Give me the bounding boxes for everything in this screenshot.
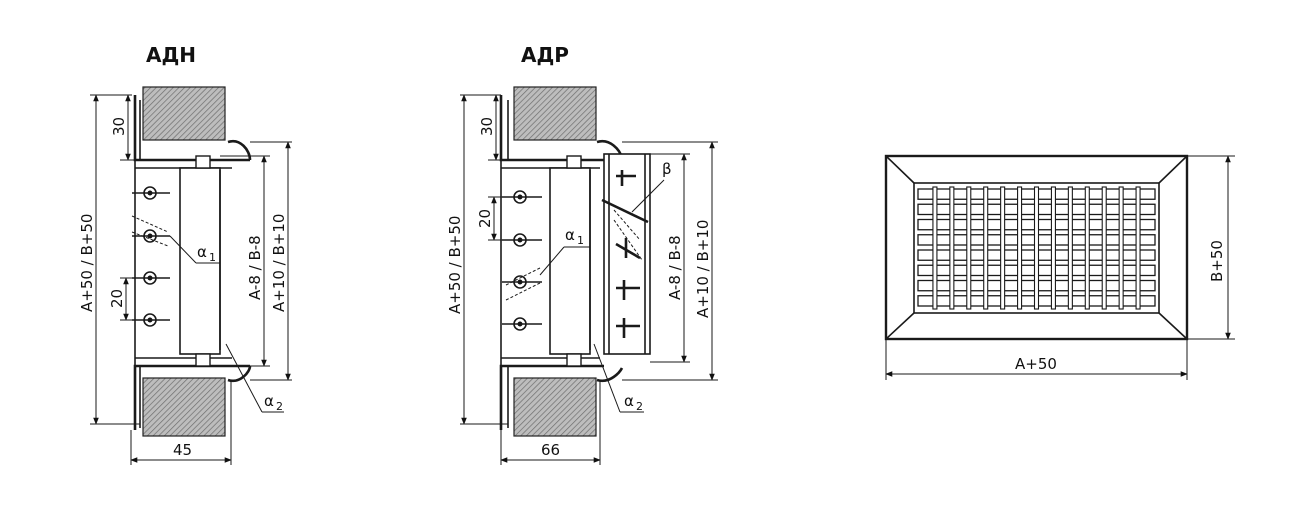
adn-section-view: АДН — [78, 43, 292, 465]
front-view: A+50 B+50 — [884, 154, 1235, 380]
adr-alpha2-label: α 2 — [593, 343, 644, 413]
svg-text:30: 30 — [110, 117, 128, 136]
front-grille — [917, 186, 1156, 310]
adr-section-view: АДР — [446, 43, 718, 465]
adn-dim-pitch: 20 — [108, 277, 140, 321]
adr-blade — [549, 167, 591, 355]
svg-text:20: 20 — [476, 209, 494, 228]
svg-text:α: α — [197, 243, 207, 261]
adn-alpha1-label: α 1 — [169, 235, 220, 264]
svg-text:A+50: A+50 — [1015, 355, 1057, 373]
adr-dim-depth: 66 — [500, 380, 601, 465]
svg-text:1: 1 — [577, 234, 584, 247]
svg-text:α: α — [264, 392, 274, 410]
adn-dim-depth: 45 — [130, 380, 232, 465]
adr-dim-inner: A-8 / B-8 — [650, 153, 690, 363]
adr-dim-frame: A+10 / B+10 — [622, 141, 718, 381]
adr-wall-upper — [513, 86, 597, 141]
adn-alpha2-label: α 2 — [225, 343, 284, 413]
adr-beta-label: β — [631, 160, 672, 213]
svg-text:A+10 / B+10: A+10 / B+10 — [270, 214, 288, 312]
adn-dim-outer-height: A+50 / B+50 — [78, 94, 140, 425]
svg-text:α: α — [624, 392, 634, 410]
adr-dim-pitch: 20 — [476, 196, 508, 241]
svg-text:66: 66 — [541, 441, 560, 459]
adn-dim-frame: A+10 / B+10 — [250, 141, 292, 381]
adn-title: АДН — [146, 43, 196, 67]
svg-text:α: α — [565, 226, 575, 244]
front-dim-height: B+50 — [1187, 155, 1235, 340]
svg-text:1: 1 — [209, 251, 216, 264]
svg-text:30: 30 — [478, 117, 496, 136]
svg-text:20: 20 — [108, 289, 126, 308]
adn-wall-lower — [142, 377, 226, 437]
adn-vanes — [131, 186, 170, 327]
svg-text:2: 2 — [276, 400, 283, 413]
adn-frame — [133, 95, 252, 430]
front-dim-width: A+50 — [885, 339, 1188, 380]
svg-text:A+10 / B+10: A+10 / B+10 — [694, 220, 712, 318]
svg-text:B+50: B+50 — [1208, 240, 1226, 282]
adn-dim-inner: A-8 / B-8 — [220, 155, 270, 367]
svg-text:A+50 / B+50: A+50 / B+50 — [78, 214, 96, 312]
svg-text:A-8 / B-8: A-8 / B-8 — [666, 235, 684, 300]
adn-dim-top: 30 — [110, 94, 135, 161]
svg-text:A-8 / B-8: A-8 / B-8 — [246, 235, 264, 300]
svg-text:A+50 / B+50: A+50 / B+50 — [446, 216, 464, 314]
adr-wall-lower — [513, 377, 597, 437]
svg-text:2: 2 — [636, 400, 643, 413]
adr-dim-top: 30 — [478, 94, 501, 161]
adr-title: АДР — [521, 43, 569, 67]
adr-damper-block — [601, 153, 651, 355]
svg-text:45: 45 — [173, 441, 192, 459]
svg-text:β: β — [662, 160, 672, 178]
adr-dim-outer-height: A+50 / B+50 — [446, 94, 508, 425]
adr-vanes — [502, 190, 542, 331]
adn-wall-upper — [142, 86, 226, 141]
adr-alpha1-label: α 1 — [539, 226, 590, 276]
